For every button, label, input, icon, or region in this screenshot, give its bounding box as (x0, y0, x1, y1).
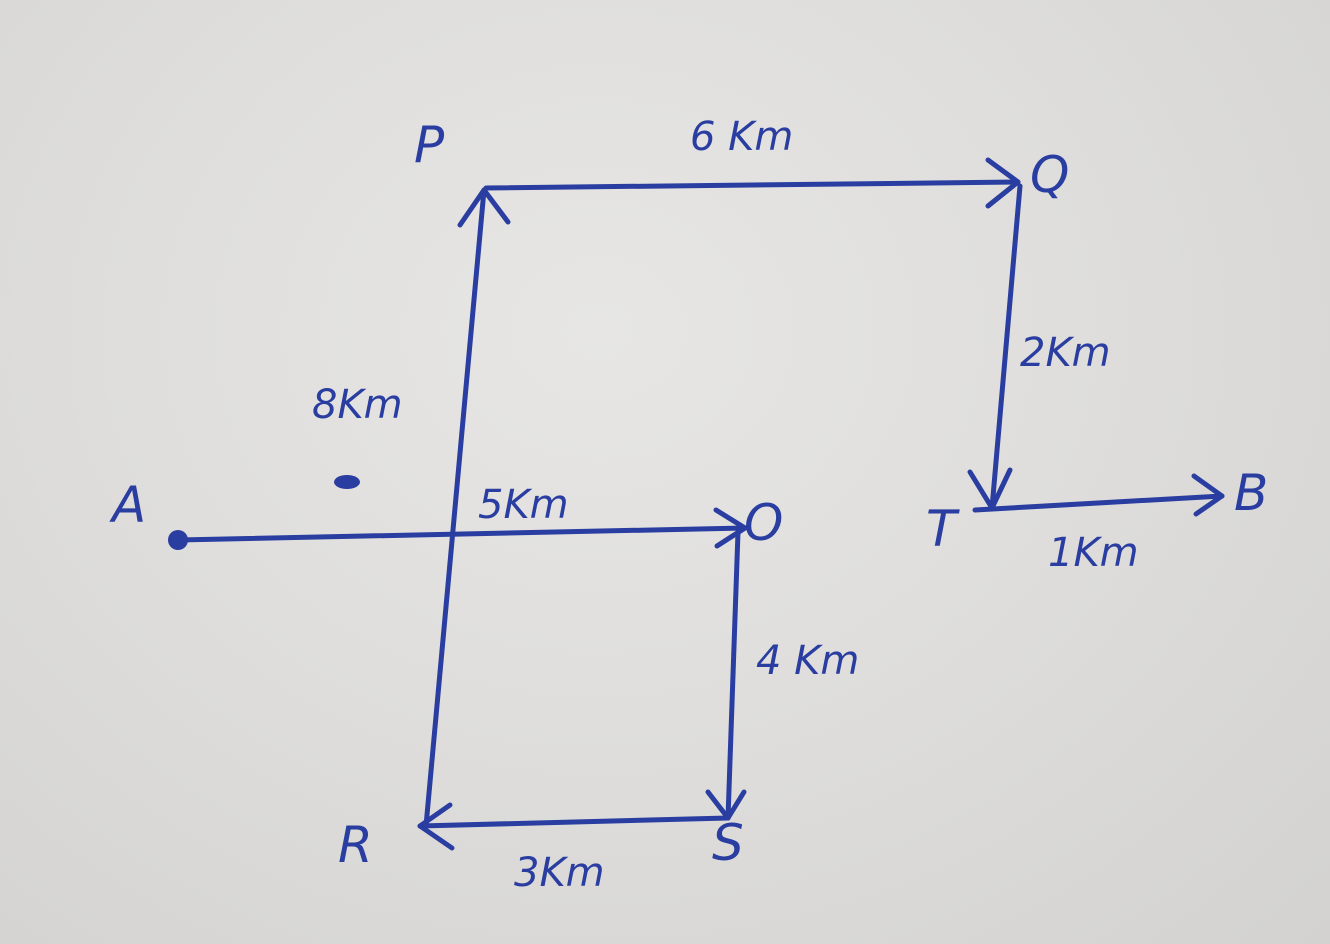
label-point-s: S (712, 814, 744, 872)
label-point-a: A (109, 476, 146, 534)
label-point-q: Q (1030, 146, 1069, 204)
label-distance-t-b: 1Km (1048, 530, 1139, 576)
label-point-t: T (926, 500, 960, 558)
segment-a-o (175, 525, 748, 543)
label-point-b: B (1234, 464, 1268, 522)
segment-s-r (417, 815, 731, 829)
segment-t-b (972, 493, 1225, 513)
arrowhead-r (417, 802, 455, 851)
segment-q-t (989, 183, 1023, 511)
label-point-r: R (338, 816, 373, 874)
label-distance-o-s: 4 Km (756, 638, 859, 684)
arrowhead-t (967, 467, 1013, 511)
segment-r-p (423, 187, 487, 829)
arrowhead-q (985, 157, 1021, 209)
label-distance-q-t: 2Km (1020, 330, 1111, 376)
label-distance-a-o: 5Km (478, 482, 569, 528)
label-point-p: P (414, 116, 445, 174)
segment-o-s (725, 529, 741, 821)
segment-p-q (483, 179, 1021, 191)
label-distance-s-r: 3Km (514, 850, 605, 896)
label-distance-p-q: 6 Km (690, 114, 793, 160)
start-dot (168, 530, 188, 550)
stray-ink-mark (334, 475, 360, 489)
arrowhead-p (457, 187, 511, 228)
label-point-o: O (744, 494, 783, 552)
arrowhead-b (1191, 473, 1225, 517)
label-distance-r-p: 8Km (312, 382, 403, 428)
arrowhead-o (713, 507, 748, 549)
